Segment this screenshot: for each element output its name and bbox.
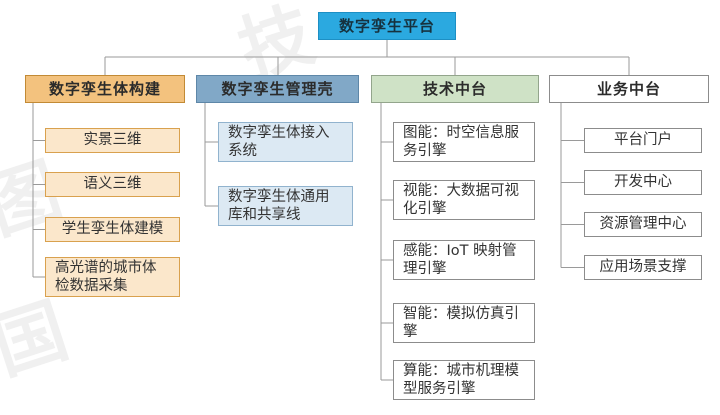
child-node: 算能：城市机理模型服务引擎: [393, 360, 535, 400]
branch-header-tech-platform: 技术中台: [371, 75, 539, 103]
child-node: 开发中心: [584, 170, 702, 195]
root-node: 数字孪生平台: [318, 12, 456, 40]
child-node: 语义三维: [45, 172, 180, 197]
child-node: 学生孪生体建模: [45, 217, 180, 242]
child-node: 资源管理中心: [584, 212, 702, 237]
child-node: 平台门户: [584, 128, 702, 153]
child-node: 智能：模拟仿真引擎: [393, 303, 535, 343]
child-node: 图能：时空信息服务引擎: [393, 122, 535, 162]
child-node: 数字孪生体接入系统: [218, 122, 353, 162]
branch-header-business-platform: 业务中台: [549, 75, 709, 103]
child-node: 高光谱的城市体检数据采集: [45, 257, 180, 297]
child-node: 实景三维: [45, 128, 180, 153]
branch-header-construction: 数字孪生体构建: [25, 75, 185, 103]
child-node: 感能：IoT 映射管理引擎: [393, 240, 535, 280]
child-node: 应用场景支撑: [584, 255, 702, 280]
branch-header-management-shell: 数字孪生管理壳: [196, 75, 359, 103]
child-node: 数字孪生体通用库和共享线: [218, 186, 353, 226]
child-node: 视能：大数据可视化引擎: [393, 180, 535, 220]
